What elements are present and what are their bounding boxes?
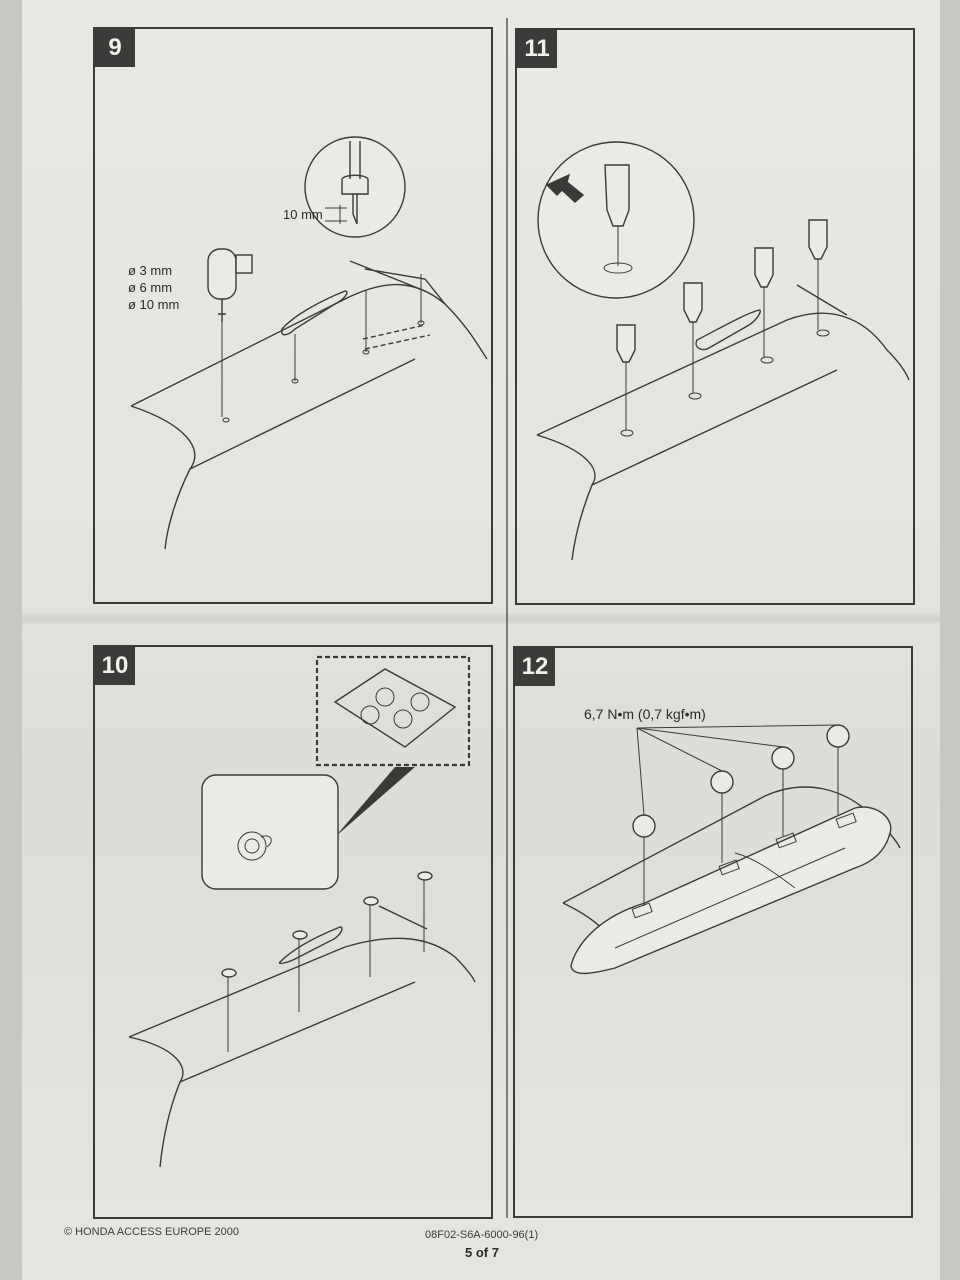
copyright-text: © HONDA ACCESS EUROPE 2000 <box>64 1226 240 1238</box>
instruction-sheet: 9 <box>22 0 940 1280</box>
step-12-panel: 12 6,7 N•m (0,7 kgf•m) <box>513 646 913 1218</box>
step-12-drawing <box>562 724 901 975</box>
step-11-drawing <box>536 141 910 561</box>
step-9-panel: 9 <box>93 27 493 604</box>
torque-spec-label: 6,7 N•m (0,7 kgf•m) <box>584 706 706 722</box>
part-code: 08F02-S6A-6000-96(1) <box>425 1229 539 1241</box>
step-number: 11 <box>517 30 557 68</box>
vertical-fold-line <box>506 18 508 1218</box>
step-number: 9 <box>95 29 135 67</box>
drill-size-3mm: ø 3 mm <box>128 263 173 278</box>
drill-depth-label: 10 mm <box>283 207 323 222</box>
page-number: 5 of 7 <box>465 1245 499 1260</box>
drill-size-6mm: ø 6 mm <box>128 280 173 295</box>
step-9-drawing <box>130 136 488 550</box>
step-number: 10 <box>95 647 135 685</box>
step-10-drawing <box>128 655 476 1168</box>
step-11-panel: 11 <box>515 28 915 605</box>
step-10-panel: 10 <box>93 645 493 1219</box>
horizontal-fold-crease <box>22 612 940 626</box>
step-number: 12 <box>515 648 555 686</box>
drill-size-10mm: ø 10 mm <box>128 297 180 312</box>
drill-sizes-list: ø 3 mm ø 6 mm ø 10 mm <box>128 262 179 313</box>
